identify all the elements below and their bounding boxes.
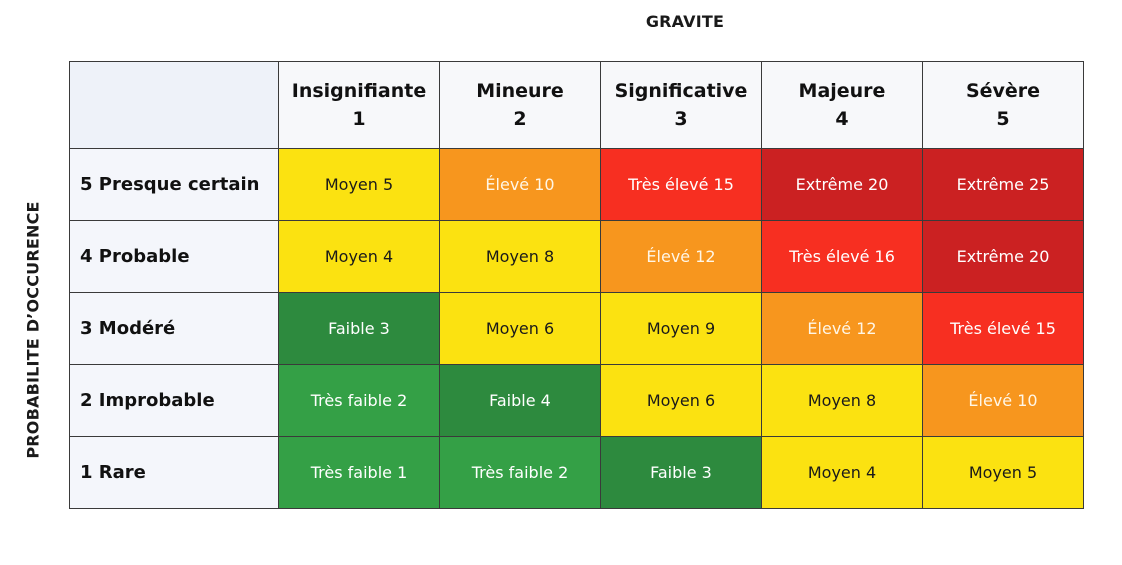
risk-cell: Moyen 5 — [278, 148, 440, 221]
risk-cell: Moyen 8 — [761, 364, 923, 437]
risk-cell: Élevé 10 — [439, 148, 601, 221]
risk-cell: Très élevé 15 — [600, 148, 762, 221]
column-score: 5 — [996, 108, 1010, 130]
risk-cell: Élevé 12 — [600, 220, 762, 293]
risk-cell: Élevé 10 — [922, 364, 1084, 437]
corner-cell — [69, 61, 279, 149]
risk-cell: Très élevé 16 — [761, 220, 923, 293]
risk-cell: Très faible 1 — [278, 436, 440, 509]
column-name: Sévère — [965, 80, 1041, 102]
row-header: 3 Modéré — [69, 292, 279, 365]
risk-cell: Moyen 5 — [922, 436, 1084, 509]
column-score: 1 — [352, 108, 366, 130]
row-header: 2 Improbable — [69, 364, 279, 437]
risk-cell: Faible 3 — [278, 292, 440, 365]
column-name: Insignifiante — [291, 80, 427, 102]
row-modere: 3 Modéré Faible 3 Moyen 6 Moyen 9 Élevé … — [69, 292, 1084, 365]
risk-cell: Moyen 6 — [439, 292, 601, 365]
column-header-significative: Significative 3 — [600, 61, 762, 149]
risk-cell: Moyen 4 — [761, 436, 923, 509]
column-header-majeure: Majeure 4 — [761, 61, 923, 149]
risk-cell: Moyen 8 — [439, 220, 601, 293]
risk-cell: Très faible 2 — [278, 364, 440, 437]
row-probable: 4 Probable Moyen 4 Moyen 8 Élevé 12 Très… — [69, 220, 1084, 293]
risk-cell: Moyen 6 — [600, 364, 762, 437]
risk-cell: Faible 4 — [439, 364, 601, 437]
risk-matrix: Insignifiante 1 Mineure 2 Significative … — [69, 61, 1084, 509]
row-improbable: 2 Improbable Très faible 2 Faible 4 Moye… — [69, 364, 1084, 437]
risk-cell: Extrême 20 — [922, 220, 1084, 293]
risk-cell: Élevé 12 — [761, 292, 923, 365]
risk-cell: Très faible 2 — [439, 436, 601, 509]
column-header-mineure: Mineure 2 — [439, 61, 601, 149]
severity-axis-label: GRAVITE — [645, 12, 725, 31]
risk-cell: Extrême 20 — [761, 148, 923, 221]
column-score: 3 — [674, 108, 688, 130]
column-name: Significative — [614, 80, 748, 102]
header-row: Insignifiante 1 Mineure 2 Significative … — [69, 61, 1084, 149]
row-rare: 1 Rare Très faible 1 Très faible 2 Faibl… — [69, 436, 1084, 509]
row-header: 5 Presque certain — [69, 148, 279, 221]
risk-cell: Faible 3 — [600, 436, 762, 509]
row-presque-certain: 5 Presque certain Moyen 5 Élevé 10 Très … — [69, 148, 1084, 221]
column-score: 4 — [835, 108, 849, 130]
column-score: 2 — [513, 108, 527, 130]
column-header-severe: Sévère 5 — [922, 61, 1084, 149]
row-header: 4 Probable — [69, 220, 279, 293]
risk-cell: Moyen 4 — [278, 220, 440, 293]
column-name: Mineure — [476, 80, 564, 102]
probability-axis-label: PROBABILITE D’OCCURENCE — [23, 201, 43, 459]
row-header: 1 Rare — [69, 436, 279, 509]
risk-cell: Extrême 25 — [922, 148, 1084, 221]
risk-cell: Moyen 9 — [600, 292, 762, 365]
column-header-insignifiante: Insignifiante 1 — [278, 61, 440, 149]
column-name: Majeure — [798, 80, 886, 102]
risk-cell: Très élevé 15 — [922, 292, 1084, 365]
